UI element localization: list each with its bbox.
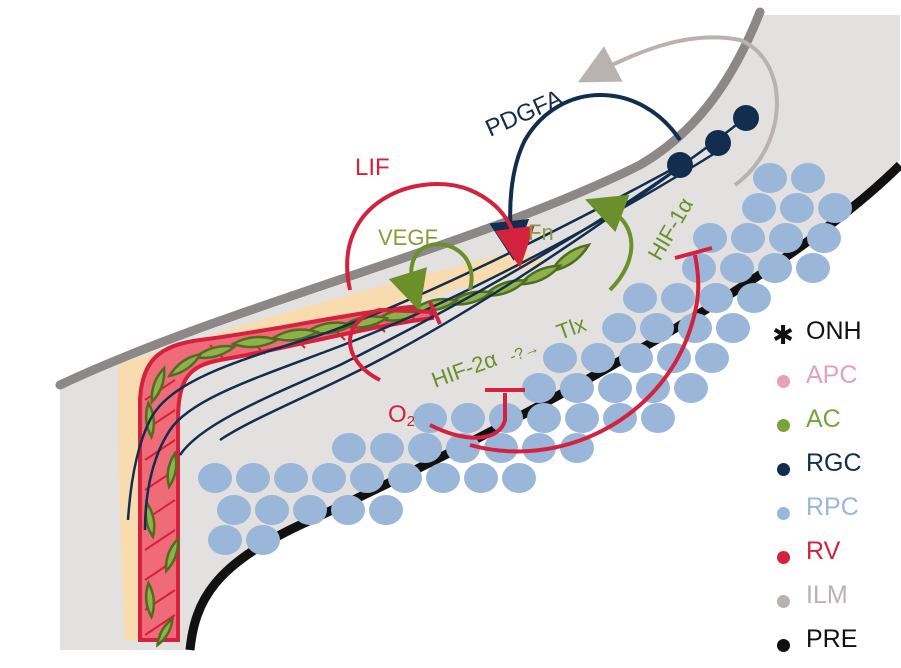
lif-label: LIF xyxy=(355,154,390,181)
dot-icon xyxy=(772,365,794,387)
rpc-cell xyxy=(753,163,787,193)
dot-icon xyxy=(772,409,794,431)
o2-subscript: 2 xyxy=(407,413,415,430)
rpc-cell xyxy=(818,193,852,223)
rpc-cell xyxy=(426,463,460,493)
rpc-cell xyxy=(388,463,422,493)
rpc-cell xyxy=(602,313,636,343)
rpc-cell xyxy=(699,283,733,313)
rpc-cell xyxy=(502,463,536,493)
dot-icon xyxy=(772,497,794,519)
rpc-cell xyxy=(217,495,251,525)
rpc-cell xyxy=(464,463,498,493)
dot-icon xyxy=(772,541,794,563)
rpc-cell xyxy=(208,525,242,555)
rpc-cell xyxy=(312,463,346,493)
rpc-cell xyxy=(565,403,599,433)
rpc-cell xyxy=(661,283,695,313)
legend-label: RPC xyxy=(806,492,859,522)
rpc-cell xyxy=(742,193,776,223)
legend-label: AC xyxy=(806,404,841,434)
legend-item-rv: RV xyxy=(772,536,892,580)
rpc-cell xyxy=(198,463,232,493)
legend-item-apc: APC xyxy=(772,360,892,404)
rpc-cell xyxy=(408,433,442,463)
rpc-cell xyxy=(780,193,814,223)
asterisk-icon: ✱ xyxy=(772,321,794,343)
rpc-cell xyxy=(543,343,577,373)
legend-item-pre: PRE xyxy=(772,624,892,668)
o2-text: O xyxy=(388,401,407,428)
legend: ✱ ONH APC AC RGC RPC RV ILM PRE xyxy=(772,316,892,668)
rpc-cell xyxy=(769,223,803,253)
rpc-cell xyxy=(522,373,556,403)
dot-icon xyxy=(772,585,794,607)
legend-item-ilm: ILM xyxy=(772,580,892,624)
dot-icon xyxy=(772,453,794,475)
rpc-cell xyxy=(657,343,691,373)
legend-label: RGC xyxy=(806,448,862,478)
rpc-cell xyxy=(674,373,708,403)
rpc-cell xyxy=(640,313,674,343)
rpc-cell xyxy=(293,495,327,525)
rpc-cell xyxy=(527,403,561,433)
rpc-cell xyxy=(350,463,384,493)
rpc-cell xyxy=(369,495,403,525)
rpc-cell xyxy=(807,223,841,253)
rpc-cell xyxy=(758,253,792,283)
rpc-cell xyxy=(716,313,750,343)
dot-icon xyxy=(772,629,794,651)
legend-label: RV xyxy=(806,536,840,566)
legend-item-onh: ✱ ONH xyxy=(772,316,892,360)
rpc-cell xyxy=(451,403,485,433)
vegf-label: VEGF xyxy=(378,225,438,250)
fn-label: Fn xyxy=(528,220,554,245)
rpc-cell xyxy=(619,343,653,373)
legend-label: APC xyxy=(806,360,857,390)
rpc-cell xyxy=(791,163,825,193)
rpc-cell xyxy=(623,283,657,313)
rpc-cell xyxy=(370,433,404,463)
legend-label: ONH xyxy=(806,316,862,346)
rpc-cell xyxy=(731,223,765,253)
pdgfa-label: PDGFA xyxy=(481,85,566,143)
rpc-cell xyxy=(598,373,632,403)
rpc-cell xyxy=(560,373,594,403)
rpc-cell xyxy=(737,283,771,313)
legend-item-rpc: RPC xyxy=(772,492,892,536)
rpc-cell xyxy=(695,343,729,373)
rpc-cell xyxy=(236,463,270,493)
legend-label: ILM xyxy=(806,580,848,610)
rpc-cell xyxy=(274,463,308,493)
rpc-cell xyxy=(255,495,289,525)
rpc-cell xyxy=(246,525,280,555)
rpc-cell xyxy=(641,403,675,433)
rpc-cell xyxy=(581,343,615,373)
legend-label: PRE xyxy=(806,624,857,654)
rpc-cell xyxy=(720,253,754,283)
rpc-cell xyxy=(796,253,830,283)
legend-item-rgc: RGC xyxy=(772,448,892,492)
legend-item-ac: AC xyxy=(772,404,892,448)
rpc-cell xyxy=(331,495,365,525)
rpc-cell xyxy=(332,433,366,463)
